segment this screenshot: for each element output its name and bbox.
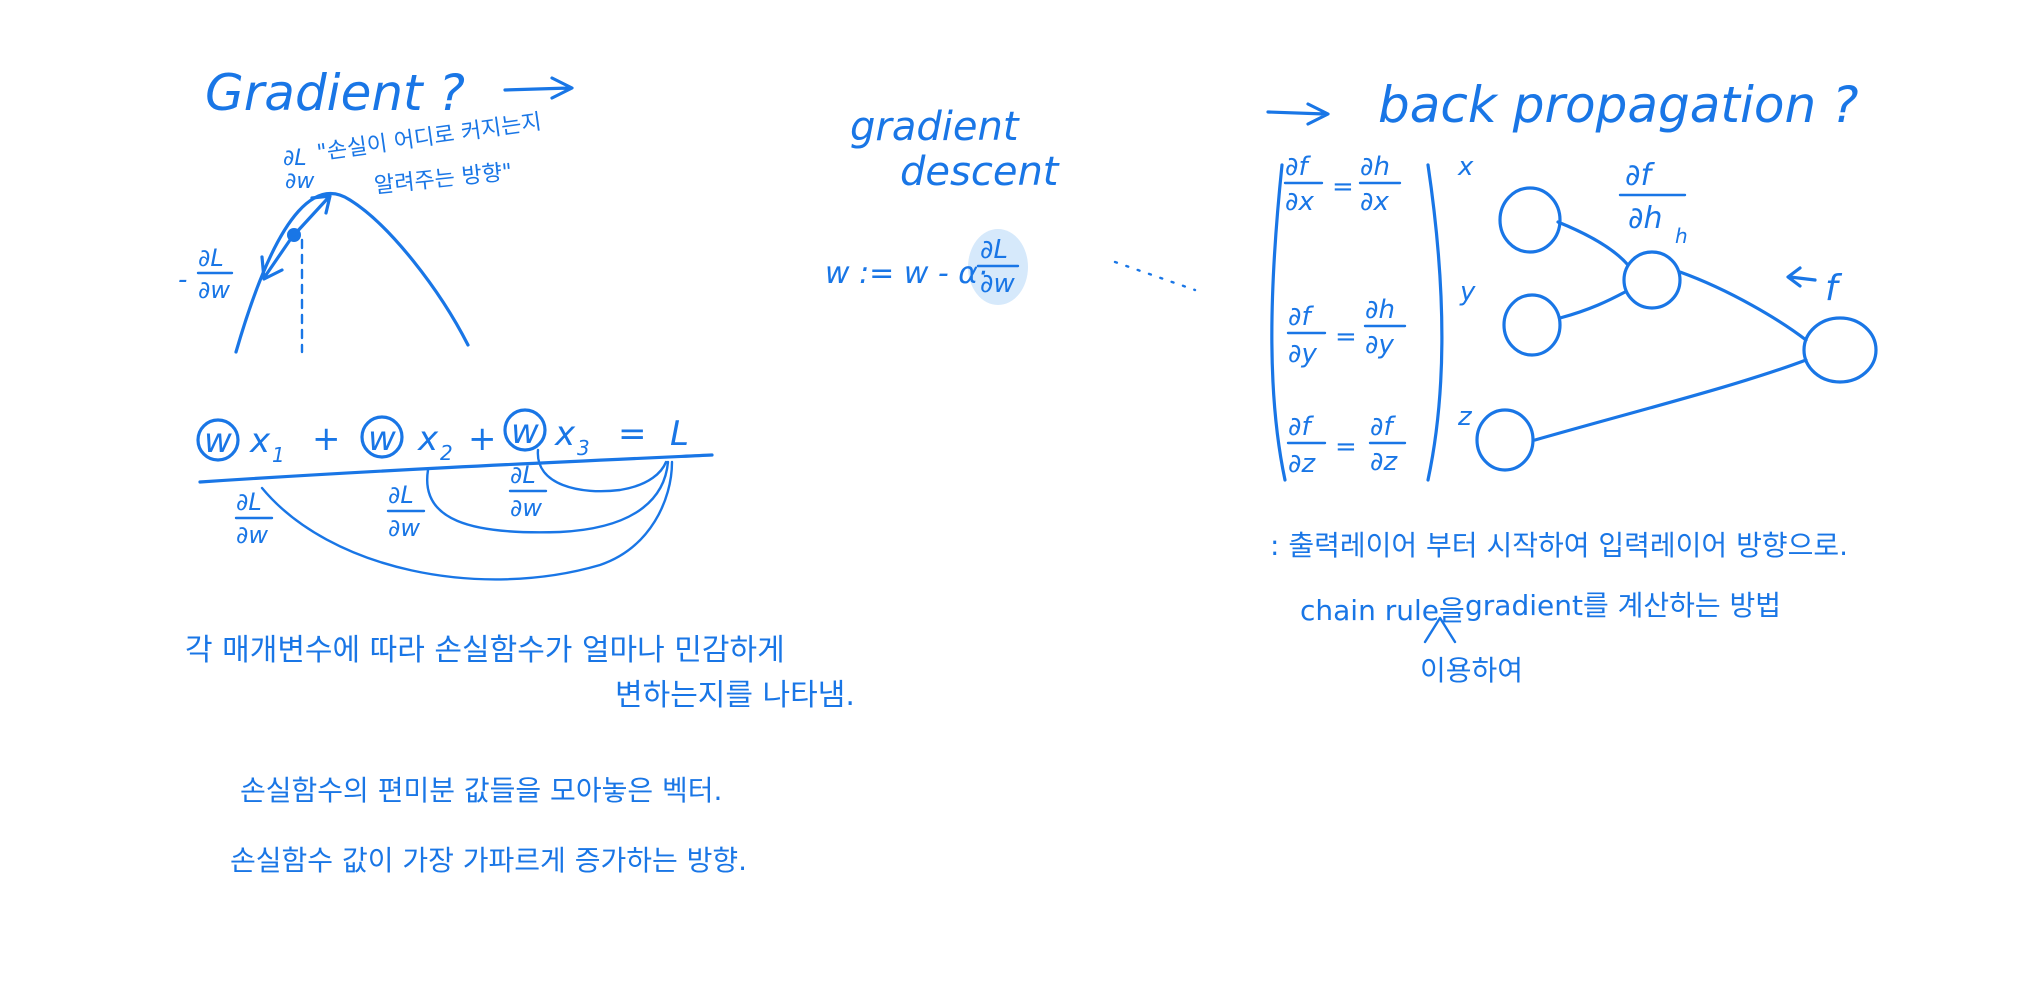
negative-gradient-arrow [260, 238, 292, 281]
curve-label-dw: ∂w [285, 169, 315, 194]
partial-label-2-den: ∂w [388, 514, 420, 542]
edge-z-f [1533, 358, 1808, 442]
eq-L: L [670, 414, 689, 454]
node-z-label: z [1457, 402, 1473, 432]
eq-x3: x [554, 414, 576, 454]
eq-plus1: + [312, 419, 341, 459]
eq3-lden: ∂z [1288, 449, 1316, 479]
desc-line-2: 변하는지를 나타냄. [615, 678, 855, 713]
backprop-note-2a: chain rule을 [1300, 594, 1465, 627]
curve-label-dl: ∂L [283, 146, 307, 171]
dotted-connector [1113, 260, 1197, 292]
edge-y-h [1558, 290, 1627, 320]
gd-title-1: gradient [850, 104, 1020, 150]
desc-line-3: 손실함수의 편미분 값들을 모아놓은 벡터. [240, 774, 722, 807]
eq1-equals: = [1332, 172, 1354, 202]
eq-x1-sub: 1 [272, 443, 285, 467]
neg-label-den: ∂w [198, 276, 230, 304]
left-bracket [1270, 163, 1287, 482]
gd-title-2: descent [900, 149, 1060, 195]
edge-h-f [1678, 270, 1808, 342]
eq2-equals: = [1335, 322, 1357, 352]
w1-circle [196, 418, 240, 462]
h-grad-den: ∂h [1628, 201, 1663, 236]
eq3-equals: = [1335, 432, 1357, 462]
backprop-arrow [1266, 102, 1330, 126]
partial-label-3-den: ∂w [510, 494, 542, 522]
rule-num: ∂L [980, 235, 1008, 265]
chain-eq-2: ∂f ∂y = ∂h ∂y [1286, 295, 1407, 369]
backprop-section: back propagation ? ∂f ∂x = ∂h ∂x ∂f ∂y =… [1266, 76, 1878, 687]
insert-caret [1423, 616, 1457, 644]
h-grad-num: ∂f [1625, 158, 1656, 193]
eq-x2-sub: 2 [440, 441, 453, 465]
eq-x1: x [249, 421, 271, 461]
eq3-rnum: ∂f [1370, 412, 1396, 442]
backprop-note-2b: gradient를 계산하는 방법 [1465, 589, 1781, 622]
loss-curve [234, 191, 470, 354]
gradient-arrow [292, 194, 332, 237]
eq1-lnum: ∂f [1285, 152, 1311, 182]
eq1-rnum: ∂h [1360, 152, 1390, 182]
weighted-sum-equation: w x 1 + w x 2 + w x 3 = L [196, 408, 714, 484]
right-bracket [1426, 163, 1444, 482]
arc-w2 [425, 460, 670, 534]
w3-circle [503, 408, 547, 452]
node-y-label: y [1459, 277, 1476, 307]
gradient-section: Gradient ? ∂L ∂w "손실이 어디로 커지는지 알려주는 방향" … [178, 64, 855, 877]
partial-label-2-num: ∂L [388, 481, 414, 509]
node-x-label: x [1457, 152, 1474, 182]
eq2-rden: ∂y [1365, 330, 1394, 360]
gradient-descent-section: gradient descent w := w - α· ∂L ∂w [825, 104, 1197, 305]
f-back-arrow [1786, 266, 1817, 288]
node-z [1475, 408, 1535, 472]
network-diagram: x y z ∂f ∂h h f [1457, 152, 1878, 472]
eq-equals: = [618, 414, 647, 454]
arc-w1 [260, 460, 674, 581]
chain-eq-1: ∂f ∂x = ∂h ∂x [1283, 152, 1402, 217]
gradient-title: Gradient ? [205, 64, 465, 122]
node-h [1622, 250, 1682, 310]
partial-label-3-num: ∂L [510, 461, 536, 489]
h-grad-sub: h [1675, 224, 1688, 248]
eq2-rnum: ∂h [1365, 295, 1395, 325]
eq-plus2: + [468, 419, 497, 459]
eq-w3: w [511, 412, 539, 452]
title-arrow-right [503, 76, 574, 100]
rule-den: ∂w [980, 269, 1015, 299]
update-rule: w := w - α· [825, 256, 988, 291]
partial-label-1-den: ∂w [236, 521, 268, 549]
eq3-lnum: ∂f [1288, 412, 1314, 442]
arc-w3 [536, 448, 668, 493]
node-x [1498, 186, 1562, 254]
backprop-note-3: 이용하여 [1420, 654, 1523, 687]
eq-w1: w [204, 421, 232, 461]
eq3-rden: ∂z [1370, 447, 1398, 477]
eq1-rden: ∂x [1360, 187, 1389, 217]
backprop-title: back propagation ? [1378, 76, 1859, 134]
desc-line-1: 각 매개변수에 따라 손실함수가 얼마나 민감하게 [185, 633, 785, 668]
eq2-lden: ∂y [1288, 339, 1317, 369]
node-f [1802, 316, 1878, 384]
eq2-lnum: ∂f [1288, 302, 1314, 332]
backprop-note-1: : 출력레이어 부터 시작하여 입력레이어 방향으로. [1270, 529, 1848, 562]
equation-underline [198, 453, 714, 484]
eq-w2: w [368, 419, 396, 459]
curve-note-2: 알려주는 방향" [373, 160, 513, 199]
w2-circle [360, 415, 404, 459]
f-label: f [1825, 268, 1843, 309]
desc-line-4: 손실함수 값이 가장 가파르게 증가하는 방향. [230, 844, 747, 877]
eq-x3-sub: 3 [577, 436, 590, 460]
chain-eq-3: ∂f ∂z = ∂f ∂z [1286, 412, 1407, 479]
eq1-lden: ∂x [1285, 187, 1314, 217]
neg-sign: - [178, 265, 187, 295]
partial-label-1-num: ∂L [236, 488, 262, 516]
node-y [1502, 293, 1562, 357]
edge-x-h [1556, 220, 1630, 267]
neg-label-num: ∂L [198, 244, 224, 272]
eq-x2: x [417, 419, 439, 459]
